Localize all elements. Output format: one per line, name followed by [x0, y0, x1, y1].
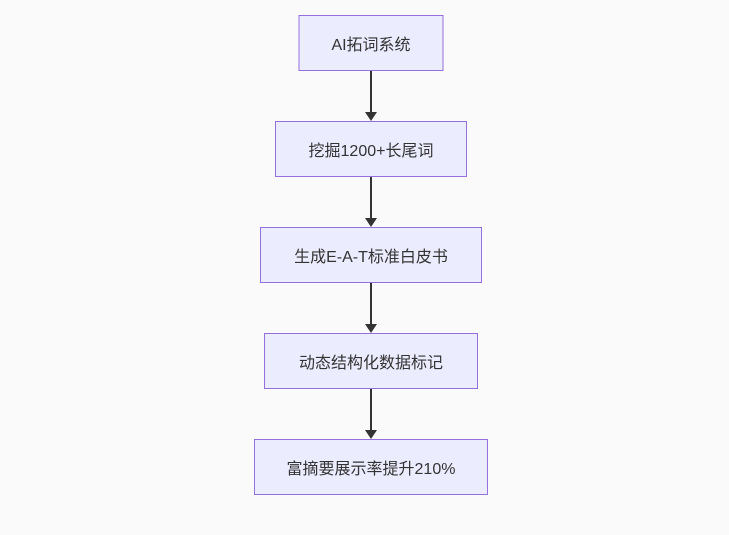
arrowhead-down-icon	[365, 218, 377, 227]
edge-line	[370, 71, 372, 112]
node-label: AI拓词系统	[331, 37, 411, 54]
edge-line	[370, 177, 372, 218]
flow-node-longtail-mining: 挖掘1200+长尾词	[275, 121, 467, 177]
node-label: 动态结构化数据标记	[298, 355, 443, 372]
flow-node-structured-data-markup: 动态结构化数据标记	[264, 333, 478, 389]
edge-line	[370, 389, 372, 430]
node-label: 生成E-A-T标准白皮书	[294, 249, 448, 266]
node-label: 富摘要展示率提升210%	[286, 461, 456, 478]
arrowhead-down-icon	[365, 430, 377, 439]
arrowhead-down-icon	[365, 112, 377, 121]
edge-line	[370, 283, 372, 324]
flow-node-ai-keyword-system: AI拓词系统	[298, 15, 444, 71]
arrowhead-down-icon	[365, 324, 377, 333]
flow-node-eat-whitepaper: 生成E-A-T标准白皮书	[260, 227, 482, 283]
flow-node-rich-snippet-result: 富摘要展示率提升210%	[254, 439, 488, 495]
node-label: 挖掘1200+长尾词	[308, 143, 434, 160]
